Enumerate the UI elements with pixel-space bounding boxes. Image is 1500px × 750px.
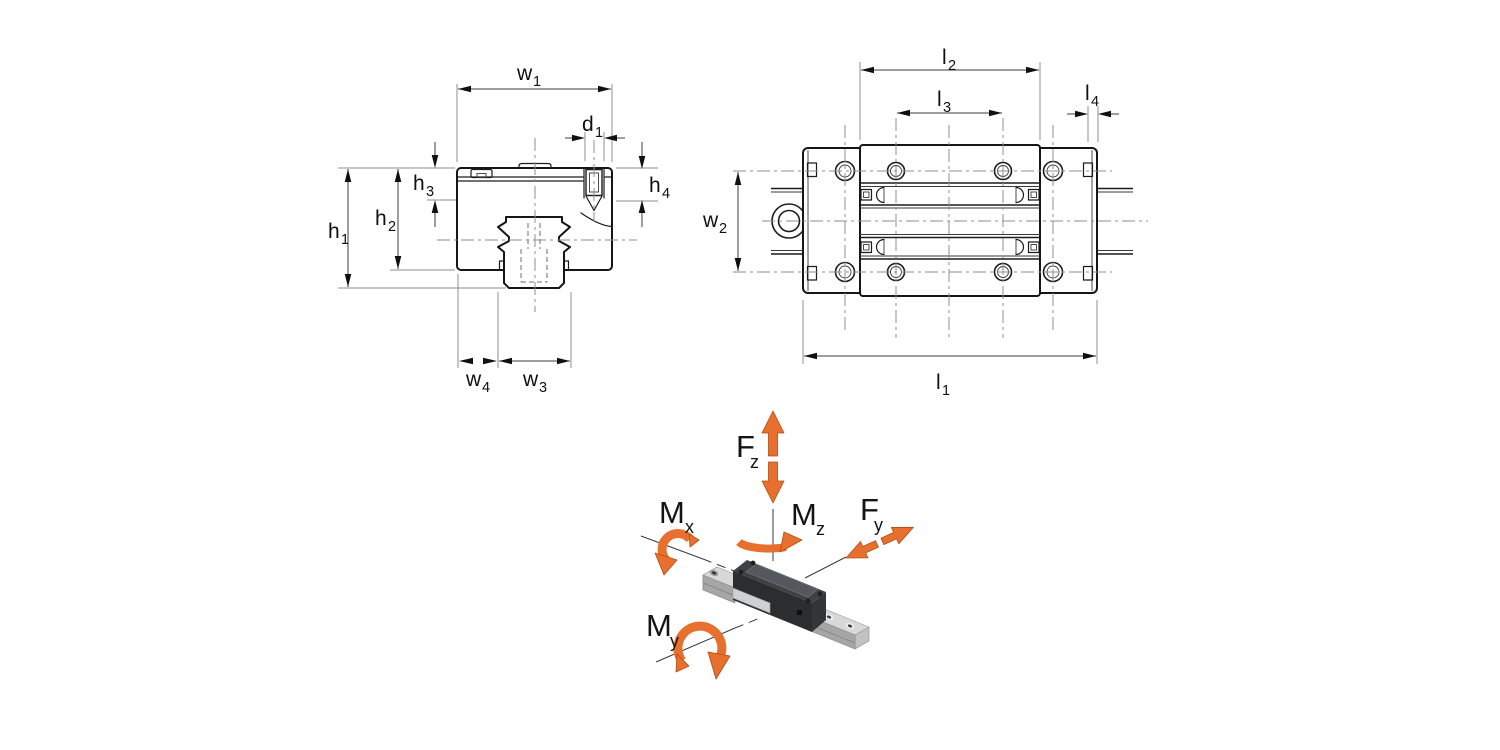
- force-label-mz-sub: z: [816, 519, 825, 539]
- front-dimensions: [344, 85, 646, 365]
- force-label-mx-sub: x: [685, 517, 694, 537]
- force-label-my-sub: y: [670, 631, 679, 651]
- force-label-fy: F: [860, 492, 879, 527]
- fz-arrow: [761, 410, 785, 457]
- force-label-fy-sub: y: [874, 515, 883, 535]
- dim-label-l3-sub: 3: [943, 100, 951, 116]
- force-arrows: [654, 410, 914, 680]
- dim-label-h3-sub: 3: [426, 184, 434, 200]
- dim-label-w3: w: [522, 368, 539, 391]
- dim-label-h4: h: [649, 174, 661, 197]
- carriage-3d-illustration: [702, 560, 870, 650]
- dim-label-h2: h: [375, 207, 387, 230]
- force-label-mz: M: [791, 497, 817, 532]
- mz-arrow: [736, 531, 803, 553]
- dim-label-h4-sub: 4: [662, 186, 670, 202]
- dim-label-d1: d: [582, 113, 594, 136]
- force-label-fz: F: [736, 429, 755, 464]
- rail-cross-section: [497, 216, 571, 289]
- dim-label-h2-sub: 2: [388, 219, 396, 235]
- dim-label-w1: w: [516, 62, 533, 85]
- front-section-view: w 1 d 1 h 1 h 2 h 3 h 4 w 4 w 3: [328, 62, 670, 396]
- mx-arrow: [654, 529, 700, 576]
- force-label-my: M: [646, 608, 672, 643]
- dim-label-l4: l: [1085, 82, 1090, 105]
- fy-arrow: [845, 526, 914, 559]
- front-dimension-labels: w 1 d 1 h 1 h 2 h 3 h 4 w 4 w 3: [328, 62, 670, 396]
- dim-label-w4: w: [465, 368, 482, 391]
- front-extension-lines: [338, 84, 658, 368]
- dim-label-l2: l: [942, 46, 947, 69]
- top-view-dimensions: [734, 62, 1119, 364]
- force-diagram: F z M x M z F y M y: [640, 410, 914, 680]
- dim-label-w3-sub: 3: [539, 380, 547, 396]
- dim-label-h1-sub: 1: [341, 232, 349, 248]
- dim-label-h3: h: [413, 172, 425, 195]
- dim-label-w1-sub: 1: [533, 74, 541, 90]
- dim-label-w4-sub: 4: [482, 380, 490, 396]
- dim-label-l1-sub: 1: [942, 383, 950, 399]
- dim-label-l3: l: [937, 88, 942, 111]
- force-labels: F z M x M z F y M y: [646, 429, 883, 651]
- top-view: l 2 l 3 l 4 w 2 l 1: [702, 46, 1148, 399]
- force-label-fz-sub: z: [750, 452, 759, 472]
- dim-label-w2-sub: 2: [719, 221, 727, 237]
- top-view-dimension-labels: l 2 l 3 l 4 w 2 l 1: [702, 46, 1099, 399]
- my-arrow: [673, 621, 731, 680]
- top-view-centerlines: [733, 118, 1148, 340]
- dim-label-l4-sub: 4: [1091, 94, 1099, 110]
- dim-label-d1-sub: 1: [595, 125, 603, 141]
- dim-label-h1: h: [328, 220, 340, 243]
- force-label-mx: M: [659, 495, 685, 530]
- dim-label-w2: w: [702, 209, 719, 232]
- front-centerlines: [437, 138, 637, 312]
- dim-label-l2-sub: 2: [948, 58, 956, 74]
- dim-label-l1: l: [936, 371, 941, 394]
- rail-top-view: [771, 187, 1133, 255]
